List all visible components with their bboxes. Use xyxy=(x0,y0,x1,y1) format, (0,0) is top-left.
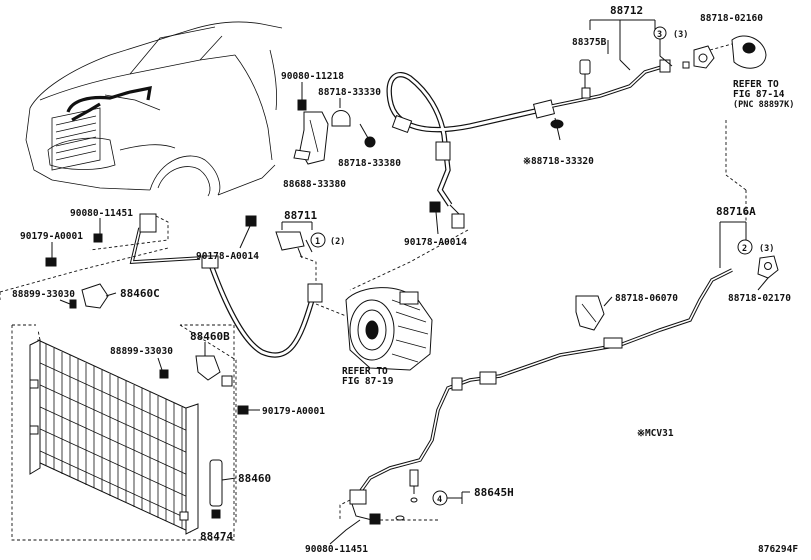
callout-qty: (3) xyxy=(673,30,688,40)
label-88718-33320: ※88718-33320 xyxy=(523,156,594,167)
label-88711: 88711 xyxy=(284,209,317,222)
label-90080-11218: 90080-11218 xyxy=(281,71,344,82)
bracket-88688-group xyxy=(293,88,376,165)
condenser-88460 xyxy=(0,233,249,541)
callout-4: 4 xyxy=(432,490,470,506)
label-88718-06070: 88718-06070 xyxy=(615,293,678,304)
callout-qty: (3) xyxy=(759,244,774,254)
car-illustration xyxy=(25,21,283,197)
label-90179-A0001-mid: 90179-A0001 xyxy=(262,406,325,417)
label-88460B: 88460B xyxy=(190,330,230,343)
callout-qty: (2) xyxy=(330,237,345,247)
callout-2: 2 (3) xyxy=(737,239,774,255)
label-88460: 88460 xyxy=(238,472,271,485)
label-88460C: 88460C xyxy=(120,287,160,300)
refer-line: FIG 87-14 xyxy=(733,89,785,100)
label-88718-33380: 88718-33380 xyxy=(338,158,401,169)
label-88716A: 88716A xyxy=(716,205,756,218)
callout-number: 3 xyxy=(657,30,662,40)
label-90178-A0014-left: 90178-A0014 xyxy=(196,251,259,262)
pipe-88716A-assembly xyxy=(339,190,779,525)
hose-88711-assembly xyxy=(89,213,323,358)
leader-lines xyxy=(51,40,769,545)
callout-1: 1 (2) xyxy=(310,232,345,248)
label-90080-11451-bottom: 90080-11451 xyxy=(305,544,368,555)
label-88899-33030-top: 88899-33030 xyxy=(12,289,75,300)
callout-number: 2 xyxy=(742,244,747,254)
refer-note-87-14: REFER TO FIG 87-14 (PNC 88897K) xyxy=(733,79,794,110)
callout-number: 1 xyxy=(315,237,320,247)
label-88899-33030-mid: 88899-33030 xyxy=(110,346,173,357)
label-88712: 88712 xyxy=(610,4,643,17)
label-88718-02170: 88718-02170 xyxy=(728,293,791,304)
diagram-id: 876294F xyxy=(758,544,798,555)
label-88375B: 88375B xyxy=(572,37,607,48)
label-88688-33380: 88688-33380 xyxy=(283,179,346,190)
label-88474: 88474 xyxy=(200,530,233,543)
refer-line: REFER TO xyxy=(342,366,388,377)
refer-note-87-19: REFER TO FIG 87-19 xyxy=(342,366,394,387)
pipe-88712-assembly xyxy=(386,19,767,229)
compressor xyxy=(315,229,469,371)
label-88718-33330: 88718-33330 xyxy=(318,87,381,98)
note-mcv31: ※MCV31 xyxy=(637,428,674,439)
label-88718-02160: 88718-02160 xyxy=(700,13,763,24)
refer-line: FIG 87-19 xyxy=(342,376,394,387)
label-90080-11451-top: 90080-11451 xyxy=(70,208,133,219)
callout-3-top: 3 (3) xyxy=(653,26,688,67)
label-90179-A0001-top: 90179-A0001 xyxy=(20,231,83,242)
callout-number: 4 xyxy=(437,495,442,505)
label-88645H: 88645H xyxy=(474,486,514,499)
refer-line: REFER TO xyxy=(733,79,779,90)
label-90178-A0014-right: 90178-A0014 xyxy=(404,237,467,248)
refer-line: (PNC 88897K) xyxy=(733,100,794,110)
part-labels: 88712 88375B 88718-02160 ※88718-33320 90… xyxy=(12,4,798,555)
condenser-fins xyxy=(37,344,191,529)
